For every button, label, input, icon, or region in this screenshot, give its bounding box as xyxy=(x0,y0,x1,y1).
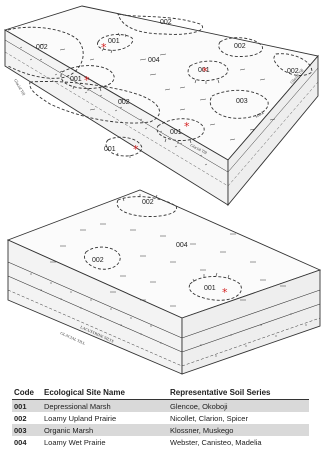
bottom-label-001: 001 xyxy=(204,285,216,292)
legend-site-name: Loamy Wet Prairie xyxy=(42,436,168,448)
legend-row: 003 Organic Marsh Klossner, Muskego xyxy=(12,424,309,436)
top-label-002-center: 002 xyxy=(118,99,130,106)
top-block-diagram xyxy=(5,6,318,205)
bottom-label-002-upper: 002 xyxy=(142,199,154,206)
legend-code: 002 xyxy=(12,412,42,424)
top-label-003: 003 xyxy=(236,98,248,105)
legend-header-row: Code Ecological Site Name Representative… xyxy=(12,385,309,400)
top-label-002-upper: 002 xyxy=(160,19,172,26)
top-label-001-left: 001 xyxy=(70,76,82,83)
legend-header-series: Representative Soil Series xyxy=(168,385,309,400)
legend-site-name: Organic Marsh xyxy=(42,424,168,436)
top-label-002-left: 002 xyxy=(36,44,48,51)
bottom-label-004: 004 xyxy=(176,242,188,249)
legend-row: 004 Loamy Wet Prairie Webster, Canisteo,… xyxy=(12,436,309,448)
ecological-site-legend-table: Code Ecological Site Name Representative… xyxy=(12,385,309,448)
star-icon: * xyxy=(101,41,107,54)
star-icon: * xyxy=(184,120,190,133)
legend-header-code: Code xyxy=(12,385,42,400)
star-icon: * xyxy=(84,74,90,87)
star-icon: * xyxy=(222,286,228,299)
legend-row: 001 Depressional Marsh Glencoe, Okoboji xyxy=(12,400,309,413)
top-edge-label-glacial-till-left: Glacial Till xyxy=(13,78,27,97)
bottom-label-002-left: 002 xyxy=(92,257,104,264)
legend-code: 001 xyxy=(12,400,42,413)
legend-soil-series: Nicollet, Clarion, Spicer xyxy=(168,412,309,424)
legend-soil-series: Glencoe, Okoboji xyxy=(168,400,309,413)
block-diagrams: 002 002 001 004 002 002 001 001 002 003 … xyxy=(0,0,321,385)
legend-code: 004 xyxy=(12,436,42,448)
legend-soil-series: Klossner, Muskego xyxy=(168,424,309,436)
bottom-edge-label-glacial-till: GLACIAL TILL xyxy=(60,330,87,346)
legend-soil-series: Webster, Canisteo, Madelia xyxy=(168,436,309,448)
legend-site-name: Loamy Upland Prairie xyxy=(42,412,168,424)
legend-code: 003 xyxy=(12,424,42,436)
top-label-002-right: 002 xyxy=(234,43,246,50)
top-label-001-bottom: 001 xyxy=(170,129,182,136)
top-label-004: 004 xyxy=(148,57,160,64)
legend-site-name: Depressional Marsh xyxy=(42,400,168,413)
legend-header-name: Ecological Site Name xyxy=(42,385,168,400)
top-label-001-upper: 001 xyxy=(108,38,120,45)
star-icon: * xyxy=(133,143,139,156)
bottom-block-diagram xyxy=(8,190,320,374)
top-label-001-corner: 001 xyxy=(104,146,116,153)
star-icon: * xyxy=(202,65,208,78)
legend-row: 002 Loamy Upland Prairie Nicollet, Clari… xyxy=(12,412,309,424)
